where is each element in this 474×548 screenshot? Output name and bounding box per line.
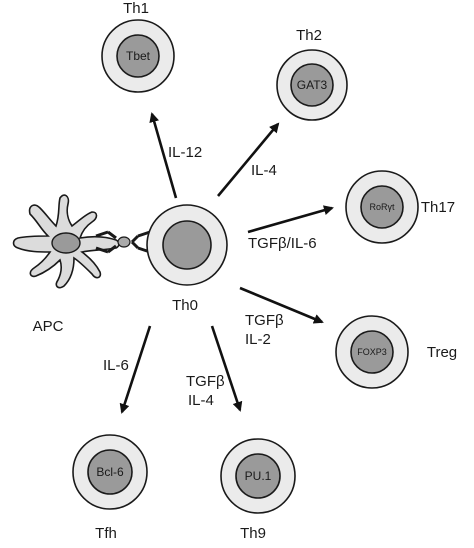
th9-inner (235, 453, 281, 499)
tfh-inner (87, 449, 133, 495)
th17-label: Th17 (421, 199, 455, 216)
arrow-th0-th9 (210, 325, 243, 412)
th0-label: Th0 (172, 297, 198, 314)
arrow-th0-treg (239, 286, 324, 324)
th9-cell: PU.1 Th9 (220, 438, 296, 542)
tcr-receptor-right (130, 230, 151, 254)
apc-nucleus (51, 232, 81, 254)
tfh-tf: Bcl-6 (96, 465, 124, 479)
cytokine-th1: IL-12 (168, 144, 202, 161)
th2-tf: GAT3 (297, 78, 328, 92)
th0-inner (162, 220, 212, 270)
apc-cell: APC (12, 194, 151, 335)
th1-cell: Th1 Tbet (101, 0, 175, 93)
cytokine-labels: IL-12 IL-4 TGFβ/IL-6 TGFβ IL-2 TGFβ IL-4… (103, 144, 317, 409)
th17-cell: RoRγt Th17 (345, 170, 455, 244)
treg-tf: FOXP3 (357, 347, 387, 357)
tfh-label: Tfh (95, 525, 117, 542)
arrow-th0-th1 (149, 112, 178, 199)
th0-cell: Th0 (146, 204, 228, 314)
th1-inner (116, 34, 160, 78)
arrow-th0-tfh (119, 325, 152, 414)
arrows (119, 112, 334, 414)
cytokine-th17: TGFβ/IL-6 (248, 235, 317, 252)
th2-label: Th2 (296, 27, 322, 44)
arrow-th0-th2 (217, 122, 280, 197)
cytokine-tfh: IL-6 (103, 357, 129, 374)
th1-label: Th1 (123, 0, 149, 17)
mhc-receptor-left (95, 230, 117, 254)
arrow-th0-th17 (247, 205, 334, 234)
cytokine-treg-1: TGFβ (245, 312, 284, 329)
th2-inner (290, 63, 334, 107)
cytokine-th9-2: IL-4 (188, 392, 214, 409)
treg-label: Treg (427, 344, 457, 361)
th2-cell: Th2 GAT3 (276, 27, 348, 121)
apc-label: APC (33, 318, 64, 335)
cytokine-th9-1: TGFβ (186, 373, 225, 390)
antigen-dot (117, 236, 131, 248)
th17-tf: RoRγt (369, 202, 395, 212)
treg-inner (350, 330, 394, 374)
th9-label: Th9 (240, 525, 266, 542)
treg-cell: FOXP3 Treg (335, 315, 457, 389)
cytokine-th2: IL-4 (251, 162, 277, 179)
tfh-cell: Bcl-6 Tfh (72, 434, 148, 542)
cytokine-treg-2: IL-2 (245, 331, 271, 348)
th1-tf: Tbet (126, 49, 151, 63)
th17-inner (360, 185, 404, 229)
th9-tf: PU.1 (245, 469, 272, 483)
